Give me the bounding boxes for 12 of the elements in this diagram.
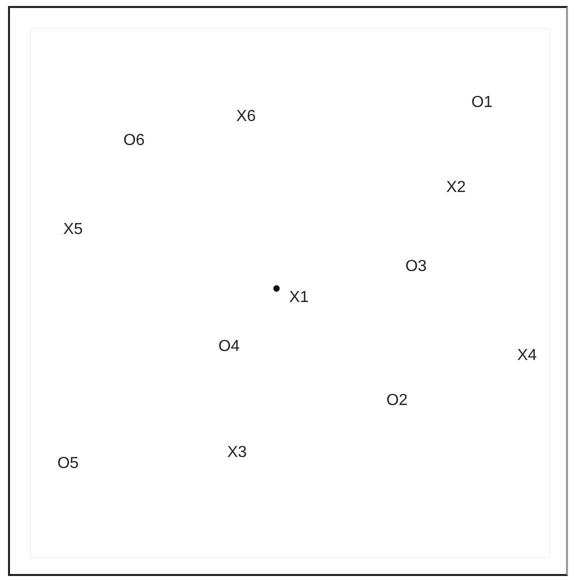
point-label: O3 xyxy=(405,259,427,275)
point-label: X2 xyxy=(446,180,466,196)
point-label: X1 xyxy=(289,290,309,306)
point-label: O4 xyxy=(218,339,240,355)
point-label: X6 xyxy=(236,109,256,125)
point-label: X3 xyxy=(227,445,247,461)
point-label: O5 xyxy=(57,456,79,472)
point-label: X4 xyxy=(517,348,537,364)
point-label: X5 xyxy=(63,222,83,238)
point-label: O1 xyxy=(471,95,493,111)
point-label: O2 xyxy=(386,393,408,409)
point-label: O6 xyxy=(123,133,145,149)
